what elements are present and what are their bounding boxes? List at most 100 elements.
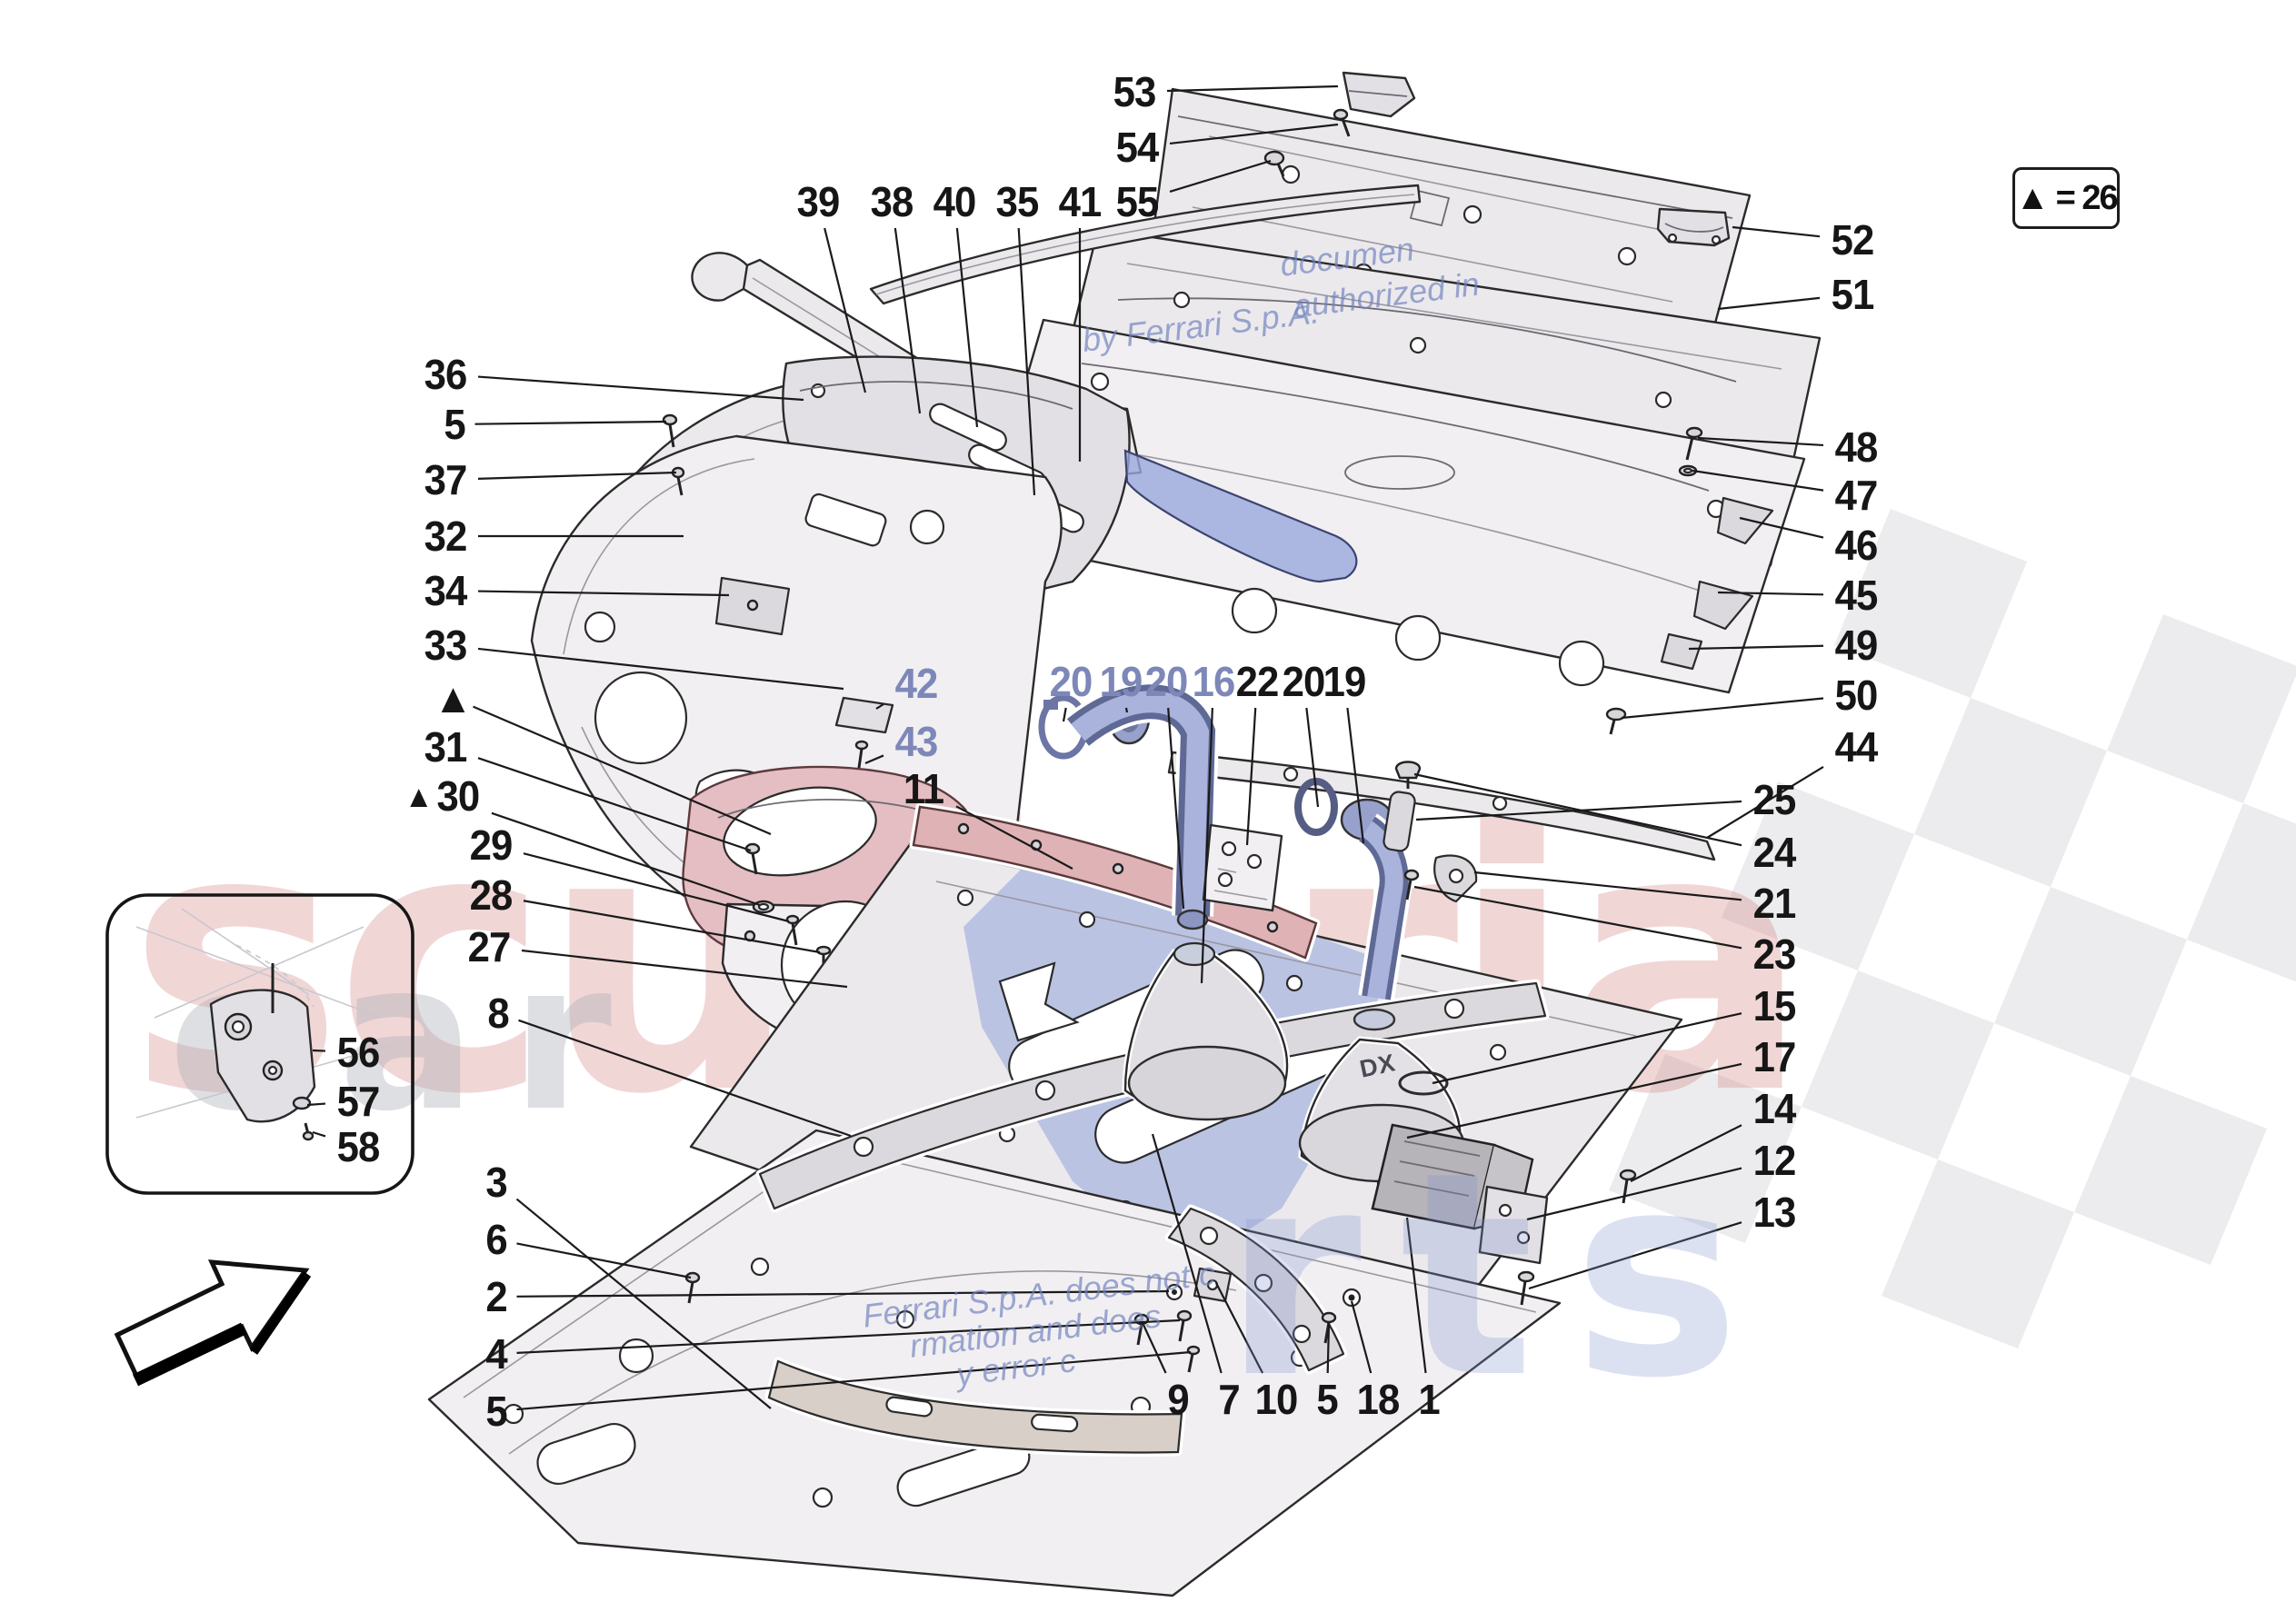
part-label-7: 7 (1218, 1376, 1240, 1423)
part-heatshield-lower (978, 318, 1806, 694)
part-plate-12 (1478, 1185, 1549, 1265)
part-label-28: 28 (469, 871, 514, 919)
part-label-30: ▲30 (404, 772, 480, 820)
part-cap-52 (1656, 207, 1731, 247)
part-screw-48 (1685, 426, 1703, 461)
part-label-52: 52 (1831, 216, 1875, 264)
leader-line-1 (1405, 1217, 1427, 1374)
leader-line-5 (516, 1350, 1192, 1411)
check-cell (2107, 614, 2296, 803)
part-screw-13 (1517, 1270, 1535, 1306)
leader-line-triangle (473, 705, 772, 836)
leader-line-15 (1432, 1012, 1742, 1085)
leader-line-10 (1215, 1282, 1264, 1374)
part-pad-42 (834, 696, 894, 734)
leader-line-14 (1630, 1124, 1742, 1182)
leader-line-49 (1688, 644, 1824, 651)
legend-text: ▲ = 26 (2015, 178, 2118, 217)
part-label-49: 49 (1834, 622, 1879, 669)
leader-line-12 (1526, 1167, 1742, 1221)
leader-line-38 (893, 227, 922, 414)
check-cell (1722, 781, 1914, 970)
check-cell (1802, 970, 1994, 1159)
part-label-35: 35 (995, 178, 1040, 225)
inset-detail-box (105, 893, 414, 1195)
part-screw-14 (1619, 1169, 1637, 1204)
part-label-9: 9 (1167, 1376, 1189, 1423)
part-label-15: 15 (1752, 982, 1797, 1030)
part-label-17: 17 (1752, 1033, 1797, 1080)
part-label-20: 20 (1144, 658, 1189, 705)
leader-line-20 (1305, 707, 1320, 808)
leader-line-44 (1706, 766, 1824, 839)
leader-line-50 (1621, 697, 1824, 720)
part-eyelet-18 (1342, 1288, 1362, 1308)
part-screw-4 (1176, 1309, 1193, 1342)
part-label-36: 36 (424, 351, 468, 398)
leader-line-21 (1473, 871, 1742, 901)
leader-line-16 (1200, 707, 1213, 984)
part-label-32: 32 (424, 512, 468, 560)
leader-line-36 (477, 375, 804, 402)
part-screw-23 (1403, 869, 1420, 901)
leader-line-19 (1346, 707, 1365, 844)
check-cell (1994, 887, 2187, 1076)
part-label-34: 34 (424, 567, 468, 614)
part-label-31: 31 (424, 723, 468, 771)
leader-line-57 (306, 1102, 326, 1107)
part-label-triangle: ▲ (433, 674, 473, 721)
check-cell (2074, 1076, 2267, 1265)
part-arc-rail-3 (764, 1357, 1186, 1457)
part-label-10: 10 (1254, 1376, 1299, 1423)
check-cell (1882, 1159, 2074, 1348)
part-label-54: 54 (1115, 124, 1160, 171)
part-label-29: 29 (469, 821, 514, 869)
part-label-16: 16 (1192, 658, 1236, 705)
leader-line-22 (1245, 707, 1257, 846)
watermark-blue-letters: rts (1223, 1112, 1779, 1440)
part-label-56: 56 (336, 1029, 381, 1076)
legend-box: ▲ = 26 (2012, 167, 2120, 229)
part-elbow-hose-right (1340, 798, 1413, 1031)
part-label-39: 39 (796, 178, 841, 225)
check-cell (1609, 1054, 1802, 1243)
part-label-13: 13 (1752, 1189, 1797, 1236)
part-label-37: 37 (424, 456, 468, 503)
leader-line-42 (875, 702, 884, 710)
leader-line-13 (1528, 1221, 1742, 1290)
part-label-25: 25 (1752, 776, 1797, 823)
leader-line-5 (1326, 1322, 1331, 1374)
leader-line-48 (1697, 436, 1824, 447)
triangle-marker-icon: ▲ (404, 780, 434, 814)
part-elbow-hose-left (1064, 681, 1220, 930)
leader-line-33 (477, 647, 844, 691)
leader-line-24 (1413, 772, 1742, 847)
leader-line-28 (523, 900, 821, 954)
leader-line-34 (477, 590, 730, 597)
leader-line-47 (1692, 469, 1824, 492)
part-label-1: 1 (1418, 1376, 1440, 1423)
leader-line-53 (1166, 85, 1339, 93)
leader-line-7 (1151, 1133, 1223, 1374)
part-pin-25 (1383, 791, 1416, 852)
watermark-letter-r: r (511, 919, 612, 1157)
part-label-46: 46 (1834, 522, 1879, 569)
leader-line-27 (521, 949, 848, 989)
leader-line-6 (516, 1242, 692, 1279)
leader-line-58 (312, 1130, 326, 1138)
leader-line-29 (523, 852, 790, 923)
part-label-19: 19 (1099, 658, 1143, 705)
part-label-55: 55 (1115, 178, 1160, 225)
part-label-5: 5 (444, 401, 465, 448)
part-blue-rail (1123, 449, 1358, 583)
part-label-33: 33 (424, 622, 468, 669)
part-bracket-34 (714, 576, 791, 636)
leader-line-54 (1169, 123, 1339, 145)
part-label-45: 45 (1834, 572, 1879, 619)
part-label-40: 40 (933, 178, 977, 225)
part-bracket-21 (1433, 854, 1478, 903)
leader-line-20 (1167, 707, 1185, 910)
leader-line-5 (474, 420, 667, 425)
